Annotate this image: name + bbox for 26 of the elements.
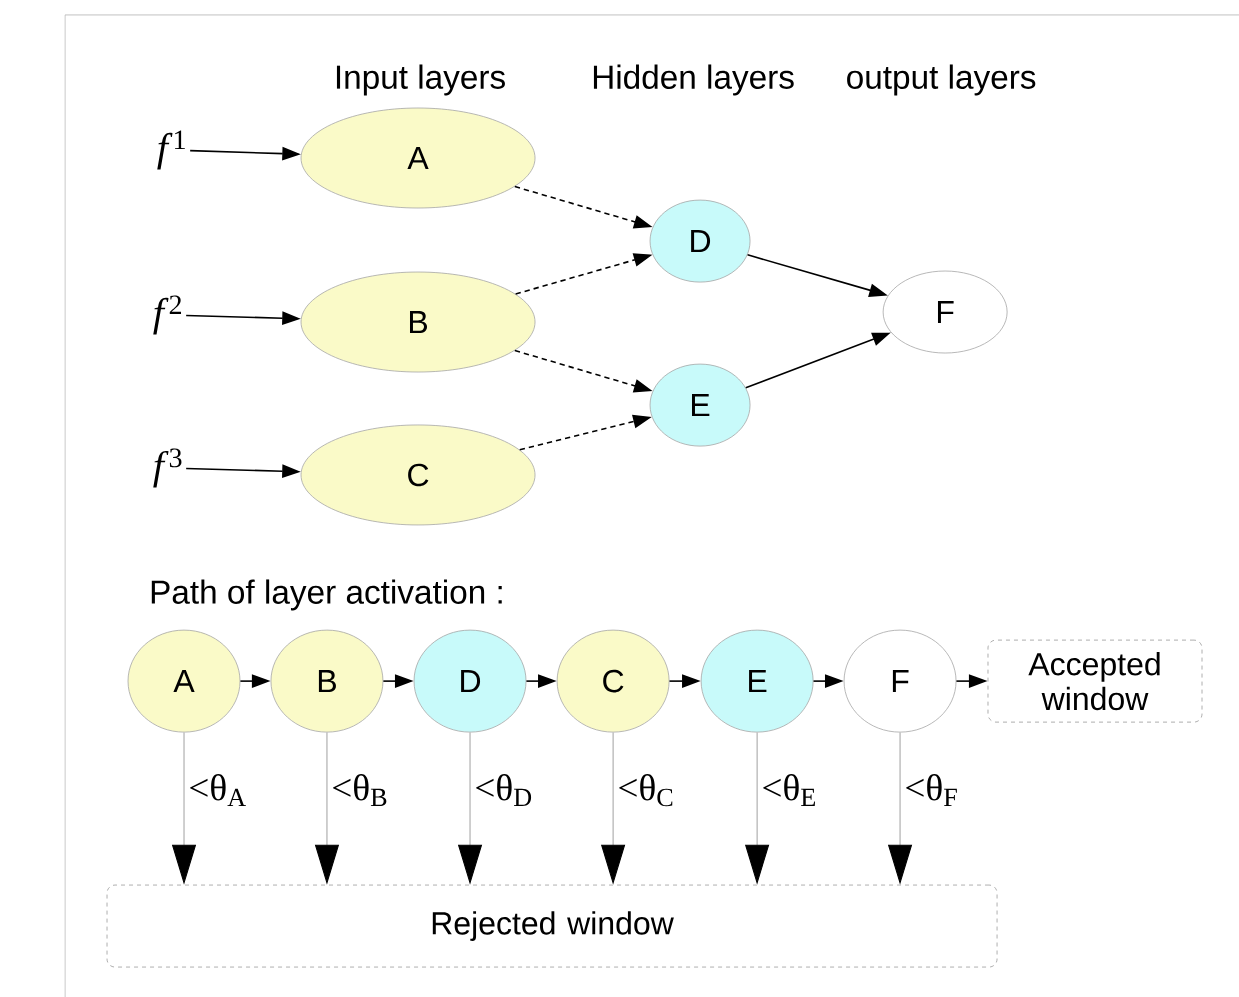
ellipse-node: B: [270, 629, 384, 733]
formula-label: f$^{1}$: [157, 130, 185, 170]
window-box: Accepted window: [987, 639, 1203, 723]
heading-label: Path of layer activation :: [151, 579, 502, 611]
edge-label: <θ$_{E}$: [763, 774, 815, 806]
heading-label: Hidden layers: [593, 64, 794, 96]
ellipse-node: E: [649, 363, 751, 447]
edge-label: <θ$_{D}$: [476, 774, 532, 806]
formula-label: f$^{2}$: [153, 295, 181, 335]
ellipse-node: E: [700, 629, 814, 733]
edge-label: <θ$_{F}$: [906, 774, 957, 806]
ellipse-node: F: [882, 270, 1008, 354]
ellipse-node: F: [843, 629, 957, 733]
edge-label: <θ$_{B}$: [333, 774, 387, 806]
ellipse-node: C: [300, 424, 536, 526]
ellipse-node: D: [413, 629, 527, 733]
ellipse-node: A: [300, 107, 536, 209]
edge-label: <θ$_{A}$: [190, 774, 246, 806]
ellipse-node: B: [300, 271, 536, 373]
edge-label: <θ$_{C}$: [619, 774, 673, 807]
ellipse-node: C: [556, 629, 670, 733]
ellipse-node: D: [649, 199, 751, 283]
formula-label: f$^{3}$: [153, 448, 182, 488]
heading-label: output layers: [847, 64, 1036, 96]
window-box: Rejected window: [106, 884, 998, 968]
ellipse-node: A: [127, 629, 241, 733]
